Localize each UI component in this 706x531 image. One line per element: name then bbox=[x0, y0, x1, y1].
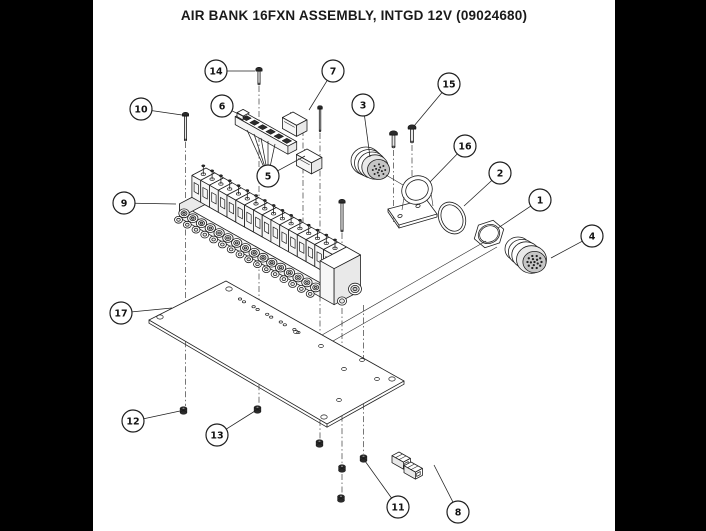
matte-right bbox=[615, 0, 706, 531]
callout-balloon-9 bbox=[112, 191, 136, 215]
mounting-screws bbox=[182, 66, 417, 233]
callout-balloon-2 bbox=[488, 161, 512, 185]
callout-9: 9 bbox=[112, 191, 177, 215]
callout-balloon-11 bbox=[386, 495, 410, 519]
callout-4: 4 bbox=[550, 224, 604, 259]
page-title: AIR BANK 16FXN ASSEMBLY, INTGD 12V (0902… bbox=[180, 8, 528, 23]
callout-number-11: 11 bbox=[391, 502, 404, 513]
callout-16: 16 bbox=[429, 134, 477, 183]
base-plate bbox=[148, 240, 498, 428]
connector-subassembly bbox=[350, 146, 547, 274]
callout-number-16: 16 bbox=[458, 141, 472, 152]
callout-number-2: 2 bbox=[497, 168, 504, 179]
callout-number-1: 1 bbox=[537, 195, 544, 206]
callout-13: 13 bbox=[205, 410, 256, 447]
callout-11: 11 bbox=[364, 460, 410, 519]
callout-number-13: 13 bbox=[210, 430, 223, 441]
callout-balloon-6 bbox=[210, 94, 234, 118]
projection-centerlines-lower bbox=[185, 341, 364, 495]
callout-balloon-13 bbox=[205, 423, 229, 447]
callout-number-6: 6 bbox=[219, 101, 226, 112]
callout-5: 5 bbox=[246, 129, 306, 188]
callout-10: 10 bbox=[129, 97, 183, 121]
callout-14: 14 bbox=[204, 59, 255, 83]
callout-1: 1 bbox=[497, 188, 552, 229]
callout-balloon-16 bbox=[453, 134, 477, 158]
callout-balloon-5 bbox=[256, 164, 280, 188]
callout-8: 8 bbox=[433, 464, 470, 524]
callout-number-3: 3 bbox=[360, 100, 367, 111]
callout-number-4: 4 bbox=[589, 231, 596, 242]
fasteners bbox=[179, 405, 423, 503]
valve-manifold-assembly bbox=[174, 164, 362, 306]
callout-balloon-17 bbox=[109, 301, 133, 325]
callout-15: 15 bbox=[413, 72, 461, 127]
callout-number-8: 8 bbox=[455, 507, 462, 518]
callout-balloon-15 bbox=[437, 72, 461, 96]
callout-17: 17 bbox=[109, 301, 173, 325]
callout-number-5: 5 bbox=[265, 171, 272, 182]
callout-balloon-3 bbox=[351, 93, 375, 117]
callout-12: 12 bbox=[121, 409, 181, 433]
callout-balloon-12 bbox=[121, 409, 145, 433]
callout-balloon-1 bbox=[528, 188, 552, 212]
callout-number-7: 7 bbox=[330, 66, 337, 77]
callout-number-10: 10 bbox=[134, 104, 148, 115]
callout-7: 7 bbox=[308, 59, 345, 111]
callout-6: 6 bbox=[210, 94, 250, 120]
callout-balloon-7 bbox=[321, 59, 345, 83]
callout-balloon-14 bbox=[204, 59, 228, 83]
callout-2: 2 bbox=[463, 161, 512, 207]
relay-blocks bbox=[281, 111, 323, 175]
callout-balloon-4 bbox=[580, 224, 604, 248]
callout-number-15: 15 bbox=[442, 79, 455, 90]
callout-balloon-10 bbox=[129, 97, 153, 121]
callout-number-12: 12 bbox=[126, 416, 139, 427]
callout-number-9: 9 bbox=[121, 198, 128, 209]
callout-balloon-8 bbox=[446, 500, 470, 524]
matte-left bbox=[0, 0, 93, 531]
callout-number-17: 17 bbox=[114, 308, 127, 319]
callout-3: 3 bbox=[351, 93, 375, 158]
callout-number-14: 14 bbox=[209, 66, 223, 77]
